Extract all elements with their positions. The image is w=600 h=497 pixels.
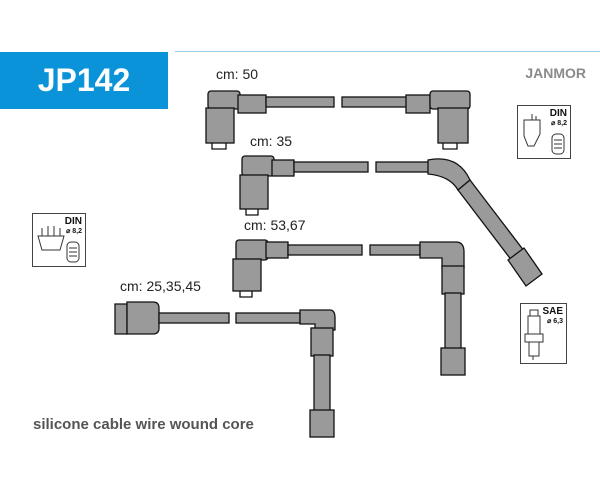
din-diameter: ⌀ 8,2	[66, 228, 82, 235]
wire-3-length: cm: 53,67	[244, 217, 306, 233]
din-diameter: ⌀ 8,2	[551, 120, 567, 127]
wire-4-length: cm: 25,35,45	[120, 278, 201, 294]
header-divider	[175, 51, 600, 52]
wire-2	[239, 155, 543, 287]
wire-1-length: cm: 50	[216, 66, 259, 82]
wire-3	[232, 239, 466, 376]
din-coil-icon-right: DIN ⌀ 8,2	[517, 105, 571, 159]
part-code: JP142	[0, 52, 168, 109]
wire-4	[114, 301, 336, 438]
sae-label: SAE	[542, 306, 563, 317]
wire-2-length: cm: 35	[250, 133, 293, 149]
din-label: DIN	[549, 108, 567, 119]
sae-diameter: ⌀ 6,3	[547, 318, 563, 325]
wire-1	[205, 90, 471, 150]
din-label: DIN	[64, 216, 82, 227]
sae-spark-plug-icon: SAE ⌀ 6,3	[520, 303, 567, 364]
brand-name: JANMOR	[525, 65, 586, 81]
product-description: silicone cable wire wound core	[33, 416, 254, 433]
din-distributor-icon-left: DIN ⌀ 8,2	[32, 213, 86, 267]
